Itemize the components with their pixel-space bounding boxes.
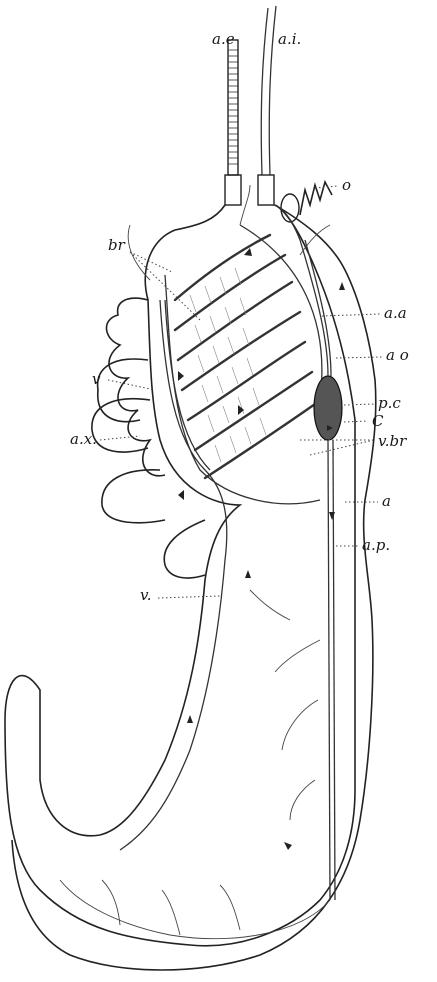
label-c: C <box>372 412 384 430</box>
label-ao: a o <box>386 346 409 364</box>
label-ai: a.i. <box>278 30 301 48</box>
label-o: o <box>342 176 351 194</box>
label-vbr: v.br <box>378 432 407 450</box>
label-a: a <box>382 492 391 510</box>
label-ap: a.p. <box>362 536 390 554</box>
label-pc: p.c <box>378 394 401 412</box>
label-v-upper: v <box>92 370 101 388</box>
label-ax: a.x. <box>70 430 97 448</box>
heart-and-vessels <box>60 185 342 939</box>
gill-region <box>165 225 322 504</box>
label-v-lower: v. <box>140 586 151 604</box>
label-aa: a.a <box>384 304 407 322</box>
label-br: br <box>108 236 126 254</box>
label-ae: a.e <box>212 30 235 48</box>
